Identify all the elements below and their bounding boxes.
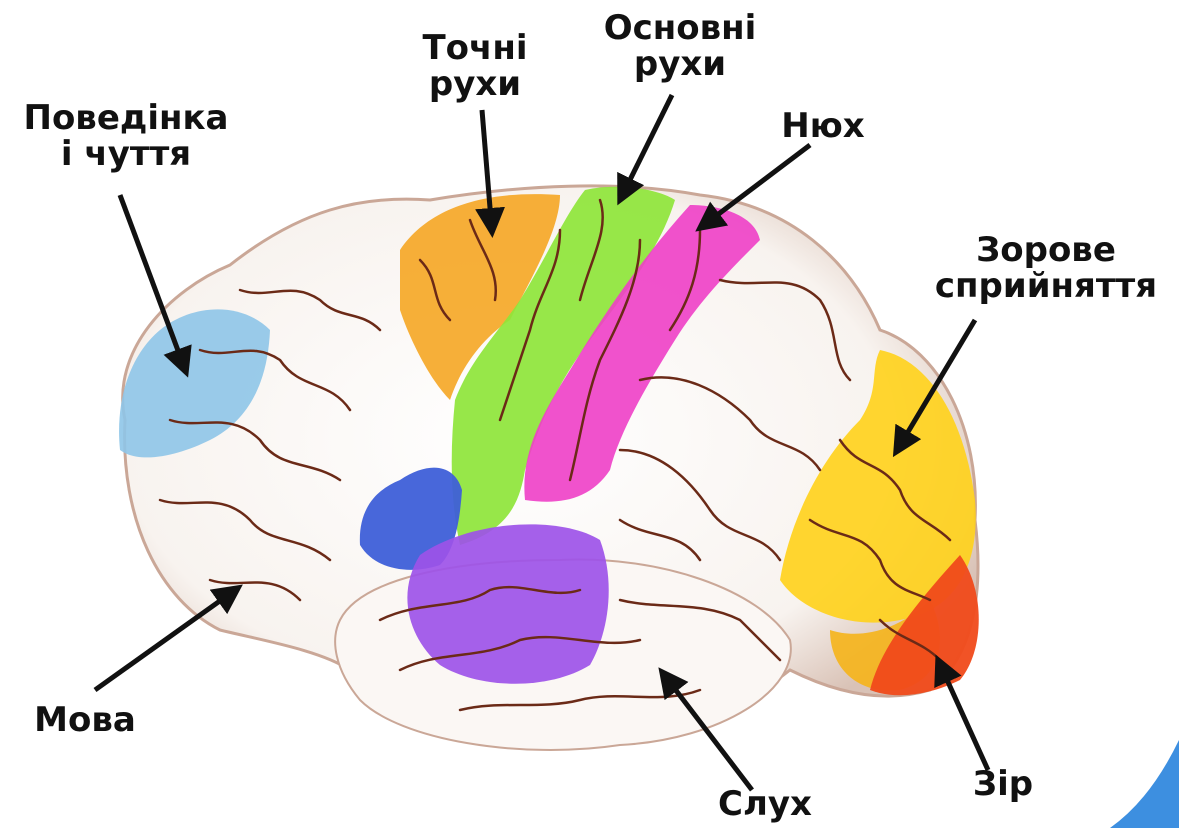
label-vision-text: Зір	[958, 766, 1048, 802]
label-smell: Нюх	[768, 108, 878, 144]
corner-accent	[1110, 740, 1179, 828]
label-gross-motor: Основні рухи	[585, 10, 775, 82]
label-fine-motor: Точні рухи	[395, 30, 555, 102]
label-gross-motor-line1: Основні	[585, 10, 775, 46]
arrow-vision	[938, 660, 988, 770]
label-visual-perception-line2: сприйняття	[915, 268, 1177, 304]
label-fine-motor-line2: рухи	[395, 66, 555, 102]
arrow-speech	[95, 588, 238, 690]
arrow-gross-motor	[620, 95, 672, 200]
label-visual-perception-line1: Зорове	[915, 232, 1177, 268]
label-gross-motor-line2: рухи	[585, 46, 775, 82]
label-smell-text: Нюх	[768, 108, 878, 144]
label-fine-motor-line1: Точні	[395, 30, 555, 66]
label-hearing-text: Слух	[705, 786, 825, 822]
label-visual-perception: Зорове сприйняття	[915, 232, 1177, 304]
label-speech: Мова	[20, 702, 150, 738]
label-vision: Зір	[958, 766, 1048, 802]
label-behavior-line1: Поведінка	[8, 100, 244, 136]
label-behavior-line2: і чуття	[8, 136, 244, 172]
label-behavior: Поведінка і чуття	[8, 100, 244, 172]
label-hearing: Слух	[705, 786, 825, 822]
label-speech-text: Мова	[20, 702, 150, 738]
